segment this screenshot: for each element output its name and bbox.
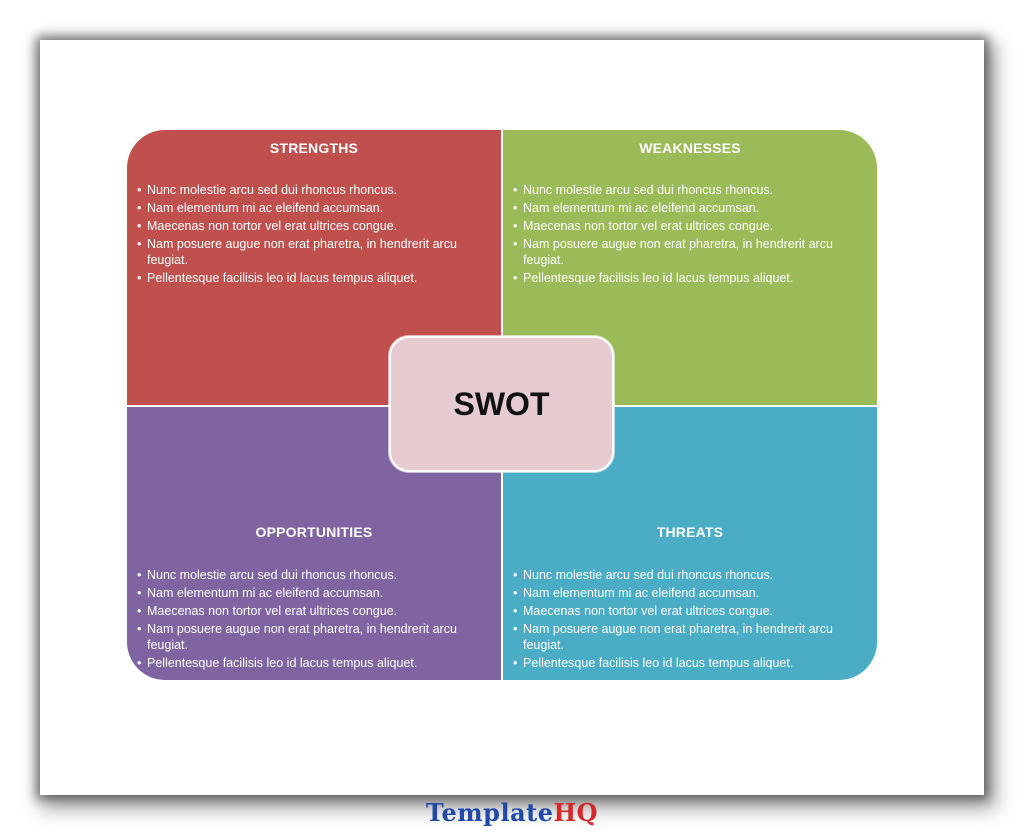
strengths-quadrant: STRENGTHS Nunc molestie arcu sed dui rho… bbox=[127, 130, 501, 405]
strengths-list: Nunc molestie arcu sed dui rhoncus rhonc… bbox=[137, 182, 489, 288]
threats-list: Nunc molestie arcu sed dui rhoncus rhonc… bbox=[513, 567, 865, 673]
list-item: Pellentesque facilisis leo id lacus temp… bbox=[137, 655, 489, 671]
list-item: Nam elementum mi ac eleifend accumsan. bbox=[137, 585, 489, 601]
weaknesses-list: Nunc molestie arcu sed dui rhoncus rhonc… bbox=[513, 182, 865, 288]
list-item: Maecenas non tortor vel erat ultrices co… bbox=[513, 218, 865, 234]
weaknesses-title: WEAKNESSES bbox=[639, 140, 741, 156]
swot-center-box: SWOT bbox=[389, 336, 614, 472]
logo-text-hq: HQ bbox=[553, 798, 599, 827]
list-item: Nunc molestie arcu sed dui rhoncus rhonc… bbox=[137, 567, 489, 583]
list-item: Nam elementum mi ac eleifend accumsan. bbox=[137, 200, 489, 216]
list-item: Nam elementum mi ac eleifend accumsan. bbox=[513, 585, 865, 601]
list-item: Nam posuere augue non erat pharetra, in … bbox=[513, 621, 865, 653]
list-item: Pellentesque facilisis leo id lacus temp… bbox=[513, 655, 865, 671]
opportunities-list: Nunc molestie arcu sed dui rhoncus rhonc… bbox=[137, 567, 489, 673]
list-item: Maecenas non tortor vel erat ultrices co… bbox=[137, 218, 489, 234]
list-item: Pellentesque facilisis leo id lacus temp… bbox=[137, 270, 489, 286]
threats-title: THREATS bbox=[656, 524, 724, 540]
list-item: Pellentesque facilisis leo id lacus temp… bbox=[513, 270, 865, 286]
list-item: Nunc molestie arcu sed dui rhoncus rhonc… bbox=[513, 182, 865, 198]
opportunities-title: OPPORTUNITIES bbox=[255, 524, 373, 540]
list-item: Nunc molestie arcu sed dui rhoncus rhonc… bbox=[137, 182, 489, 198]
logo-text-template: Template bbox=[425, 798, 554, 827]
list-item: Nam posuere augue non erat pharetra, in … bbox=[137, 621, 489, 653]
swot-center-label: SWOT bbox=[453, 385, 550, 422]
list-item: Nunc molestie arcu sed dui rhoncus rhonc… bbox=[513, 567, 865, 583]
templatehq-logo: TemplateHQ bbox=[0, 798, 1024, 827]
list-item: Nam posuere augue non erat pharetra, in … bbox=[137, 236, 489, 268]
strengths-title: STRENGTHS bbox=[269, 140, 359, 156]
list-item: Nam elementum mi ac eleifend accumsan. bbox=[513, 200, 865, 216]
list-item: Maecenas non tortor vel erat ultrices co… bbox=[137, 603, 489, 619]
list-item: Maecenas non tortor vel erat ultrices co… bbox=[513, 603, 865, 619]
list-item: Nam posuere augue non erat pharetra, in … bbox=[513, 236, 865, 268]
weaknesses-quadrant: WEAKNESSES Nunc molestie arcu sed dui rh… bbox=[503, 130, 877, 405]
slide: STRENGTHS Nunc molestie arcu sed dui rho… bbox=[40, 40, 984, 795]
